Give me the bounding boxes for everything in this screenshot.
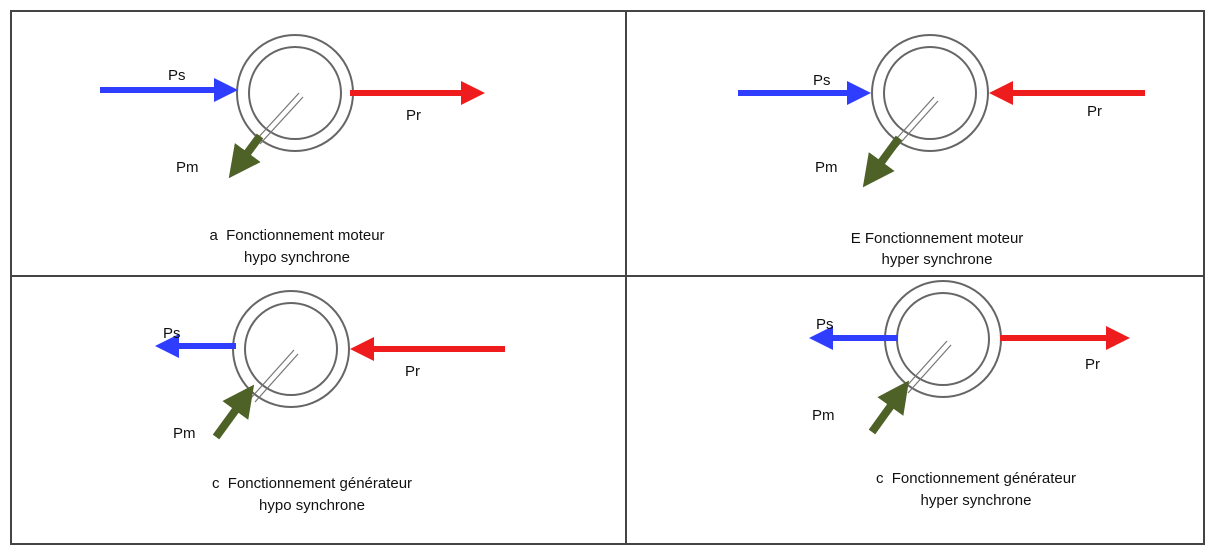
- caption-line-1: E Fonctionnement moteur: [851, 230, 1024, 247]
- caption-line-2: hypo synchrone: [259, 497, 365, 514]
- ps-label: Ps: [163, 325, 181, 342]
- pr-label: Pr: [1087, 103, 1102, 120]
- ps-label: Ps: [813, 72, 831, 89]
- pr-label: Pr: [1085, 356, 1100, 373]
- panel-d: Ps Pr Pm c Fonctionnement générateur hyp…: [809, 280, 1130, 509]
- caption-line-1: a Fonctionnement moteur: [209, 227, 384, 244]
- panel-c: Ps Pr Pm c Fonctionnement générateur hyp…: [155, 290, 505, 514]
- caption-line-2: hypo synchrone: [244, 249, 350, 266]
- ps-label: Ps: [168, 67, 186, 84]
- machine-symbol: [884, 280, 1002, 398]
- mechanical-power-arrow: [868, 380, 910, 435]
- caption-line-1: c Fonctionnement générateur: [212, 475, 412, 492]
- pr-label: Pr: [405, 363, 420, 380]
- panel-b: Ps Pr Pm E Fonctionnement moteur hyper s…: [738, 34, 1145, 268]
- figure-frame: [10, 10, 1205, 545]
- mechanical-power-arrow: [228, 133, 264, 179]
- caption-line-2: hyper synchrone: [921, 492, 1032, 509]
- ps-label: Ps: [816, 316, 834, 333]
- machine-symbol: [236, 34, 354, 152]
- mechanical-power-arrow: [862, 135, 903, 188]
- pm-label: Pm: [176, 159, 199, 176]
- pr-label: Pr: [406, 107, 421, 124]
- caption-line-2: hyper synchrone: [882, 251, 993, 268]
- panel-a: Ps Pr Pm a Fonctionnement moteur hypo sy…: [100, 34, 485, 266]
- machine-symbol: [232, 290, 350, 408]
- pm-label: Pm: [815, 159, 838, 176]
- pm-label: Pm: [173, 425, 196, 442]
- caption-line-1: c Fonctionnement générateur: [876, 470, 1076, 487]
- pm-label: Pm: [812, 407, 835, 424]
- machine-symbol: [871, 34, 989, 152]
- mechanical-power-arrow: [212, 384, 255, 440]
